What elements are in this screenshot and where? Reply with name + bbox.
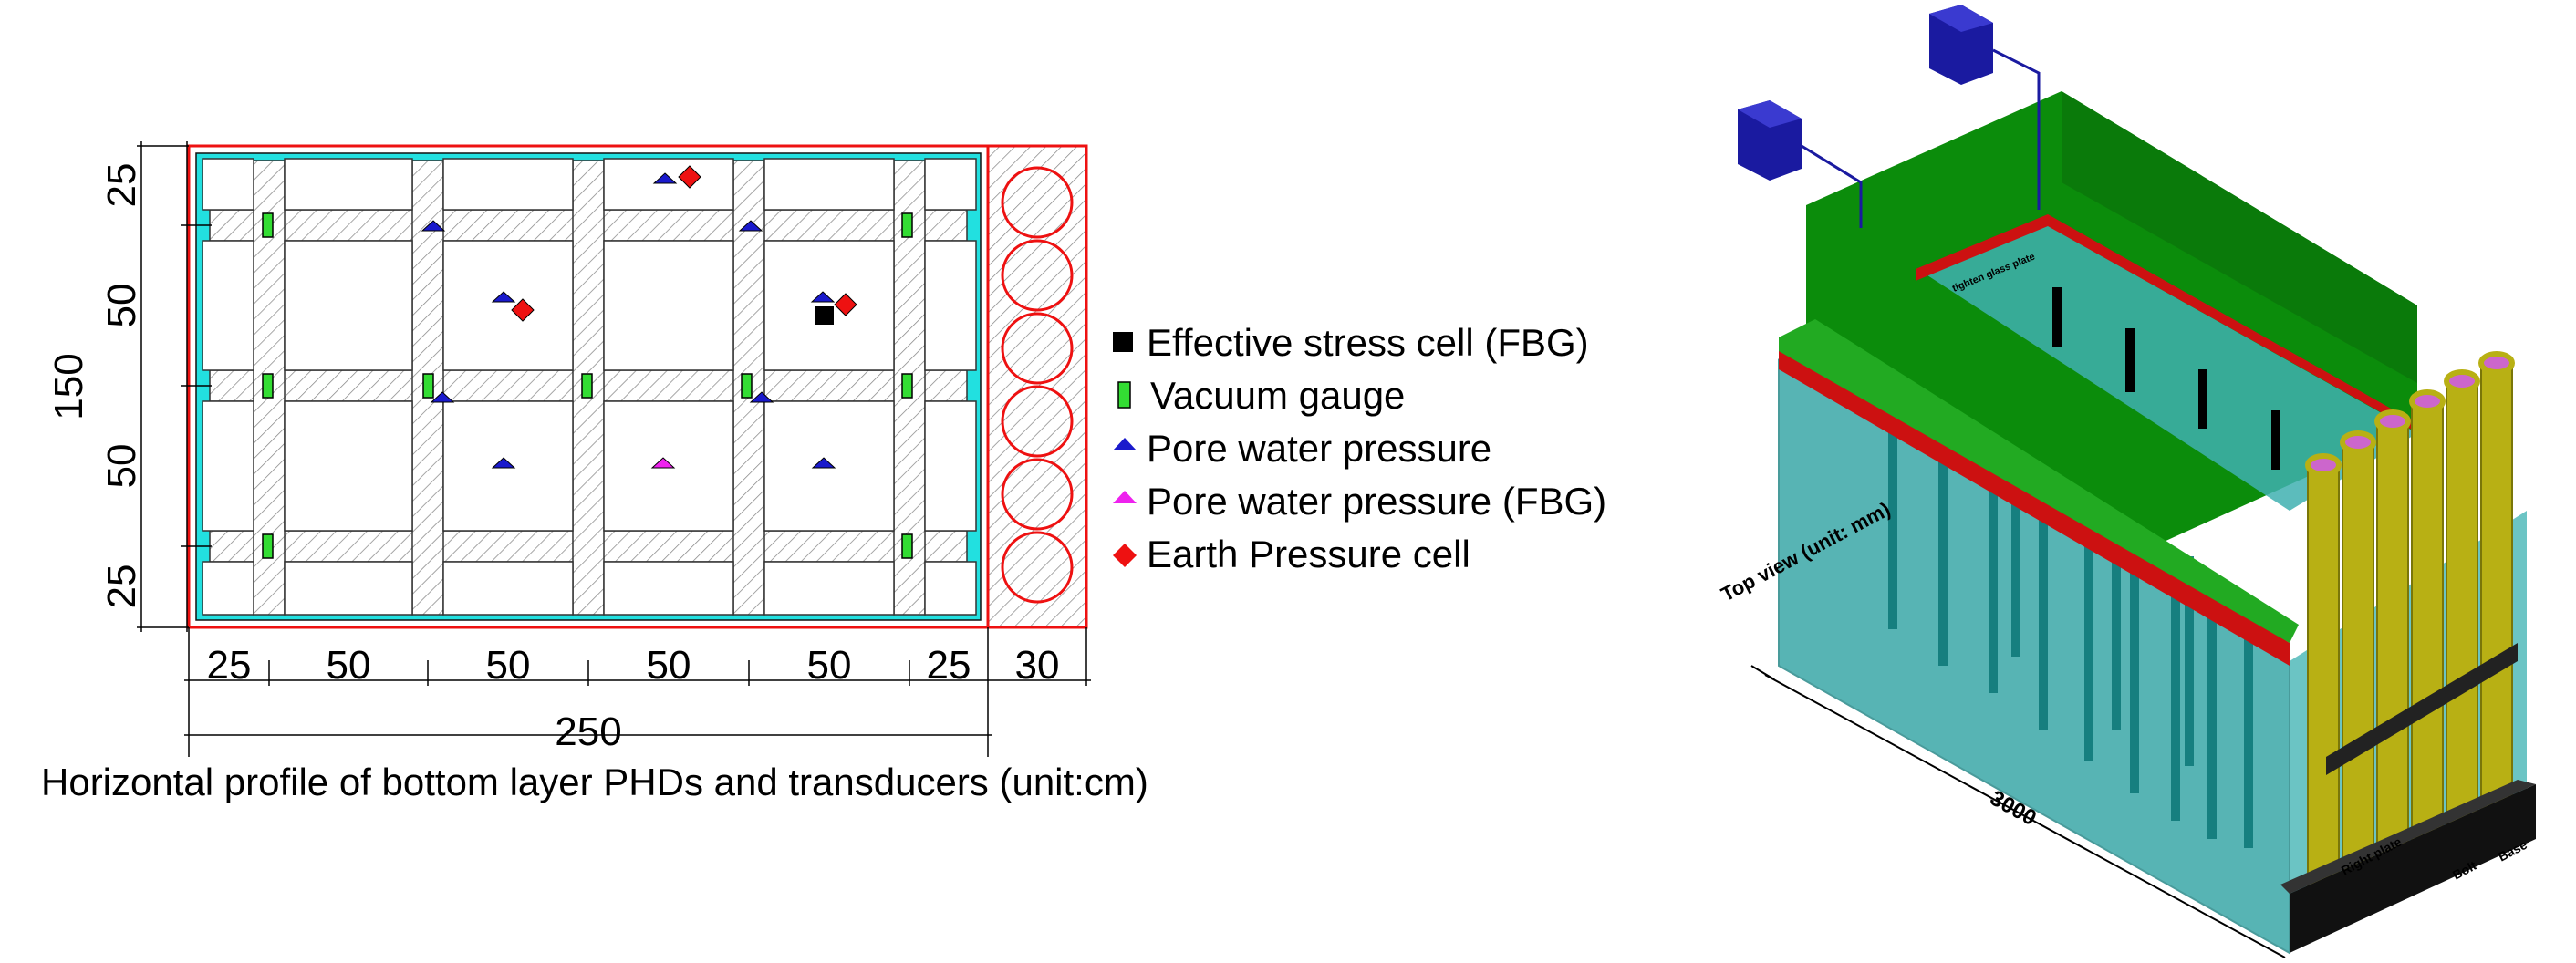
dim-left-2: 50 [99,284,144,328]
green-lip [1779,319,2299,643]
green-rect-icon [1117,381,1131,409]
square-icon [1113,332,1133,352]
vertical-drains [1888,429,2253,848]
plan-caption: Horizontal profile of bottom layer PHDs … [41,761,1148,803]
pore-pressure-sensors [421,172,836,469]
magenta-triangle-icon [1113,491,1137,503]
dim-left-1: 25 [99,163,144,208]
length-dimension [1750,665,2286,958]
legend: Effective stress cell (FBG) Vacuum gauge… [1113,321,1606,575]
bottom-dimensions [184,627,1091,757]
blue-triangle-icon [1113,438,1137,450]
plan-view-diagram: 25 50 50 25 150 25 50 50 50 50 25 30 250… [41,141,1606,803]
base-block [2290,784,2536,953]
legend-label-3: Pore water pressure [1147,427,1491,470]
pipes [2307,362,2513,913]
dim-bottom-1: 25 [207,643,252,688]
navy-tanks [1738,5,1993,181]
right-plate-bar [2326,643,2518,775]
isometric-tank-model: 3000 Top view (unit: mm) Right plate Bol… [1718,5,2536,958]
dim-bottom-2: 50 [327,643,371,688]
vacuum-lines [1801,48,2041,228]
dim-left-3: 50 [99,444,144,489]
red-diamond-icon [1113,544,1137,567]
pipe-caps [2305,351,2515,477]
legend-label-4: Pore water pressure (FBG) [1147,480,1606,523]
earth-pressure-cells [511,165,857,322]
pipe-circles [1001,166,1074,604]
dim-bottom-5: 50 [807,643,852,688]
dim-total-width: 250 [555,709,621,754]
dim-left-4: 25 [99,564,144,609]
effective-stress-cell [815,306,834,325]
drain-strips [209,160,968,616]
left-dimensions [137,141,212,632]
legend-label-2: Vacuum gauge [1150,374,1405,417]
legend-label-5: Earth Pressure cell [1147,533,1470,575]
dim-bottom-6: 25 [927,643,971,688]
panels [202,158,977,616]
fbg-pore-pressure-sensor [650,457,676,469]
water-top [1925,223,2417,511]
green-wall-inner [2062,91,2417,383]
legend-label-1: Effective stress cell (FBG) [1147,321,1589,364]
base-top [2280,780,2536,894]
dim-bottom-7: 30 [1015,643,1060,688]
dim-bottom-4: 50 [647,643,691,688]
dim-total-height: 150 [47,353,91,419]
dim-bottom-3: 50 [486,643,531,688]
vacuum-gauges [262,212,913,559]
